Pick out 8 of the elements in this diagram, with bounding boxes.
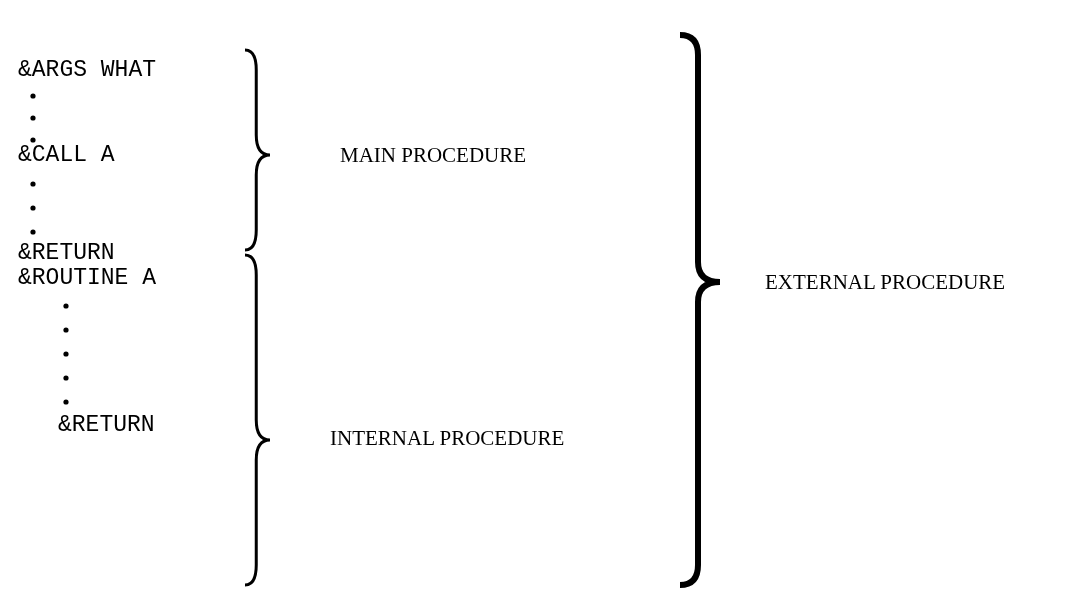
code-line: &RETURN bbox=[18, 240, 115, 266]
brace-label: EXTERNAL PROCEDURE bbox=[765, 269, 1006, 295]
code-line: &CALL A bbox=[18, 142, 115, 168]
code-line: &RETURN bbox=[58, 412, 155, 438]
code-line: &ARGS WHAT bbox=[18, 57, 157, 83]
brace-label: INTERNAL PROCEDURE bbox=[330, 425, 565, 451]
brace-label: MAIN PROCEDURE bbox=[340, 142, 527, 168]
code-line: &ROUTINE A bbox=[18, 265, 157, 291]
